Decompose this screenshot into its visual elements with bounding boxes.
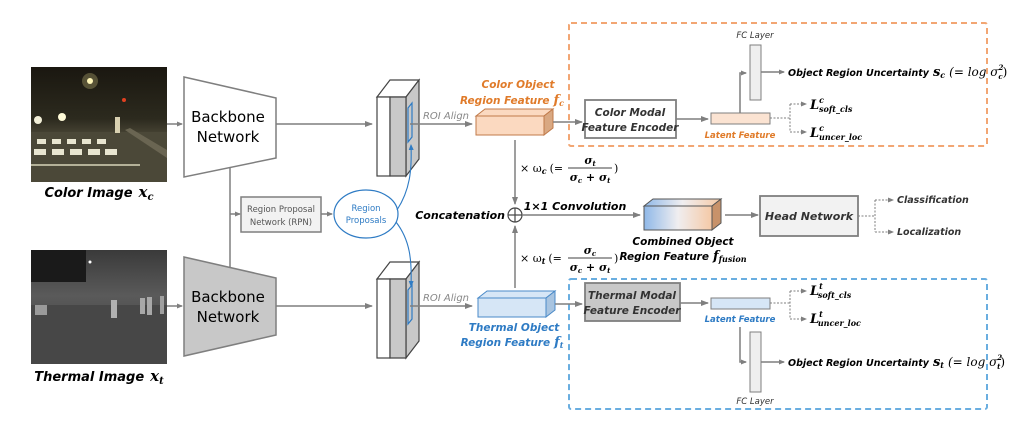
combined-label-1: Combined Object xyxy=(632,236,734,248)
region-proposals-label-2: Proposals xyxy=(346,216,387,226)
concatenation-label: Concatenation xyxy=(415,209,505,222)
thermal-fc-label: FC Layer xyxy=(736,397,774,407)
color-feature-label-1: Color Object xyxy=(482,79,556,91)
proposal-arrow-bottom xyxy=(395,221,414,287)
classification-label: Classification xyxy=(897,195,969,206)
svg-text:× ωt(=: × ωt(= xyxy=(520,252,562,266)
roi-box-top xyxy=(407,101,413,144)
svg-text:σc + σt: σc + σt xyxy=(570,261,611,275)
rpn-label-1: Region Proposal xyxy=(247,205,315,215)
arrow-thermal-latent-to-fc xyxy=(739,327,747,365)
thermal-region-feature xyxy=(476,289,557,319)
thermal-encoder-box xyxy=(584,282,681,322)
conv-label: 1×1 Convolution xyxy=(524,200,627,213)
thermal-latent-label: Latent Feature xyxy=(705,315,776,325)
color-loss-connector xyxy=(770,101,807,135)
localization-label: Localization xyxy=(897,227,961,238)
backbone-bottom xyxy=(183,256,277,357)
color-encoder-label-1: Color Modal xyxy=(595,107,666,119)
backbone-bottom-label-1: Backbone xyxy=(191,288,265,306)
combined-region-feature xyxy=(642,197,723,232)
color-region-feature xyxy=(474,107,555,137)
svg-text:σc + σt: σc + σt xyxy=(570,171,611,185)
roi-align-bottom-label: ROI Align xyxy=(423,293,469,304)
color-fc-layer xyxy=(749,44,762,101)
weight-thermal: × ωt(= σc σc + σt ) xyxy=(520,244,618,275)
feature-map-bottom xyxy=(375,260,421,360)
svg-text:): ) xyxy=(614,252,618,265)
thermal-latent-feature xyxy=(710,297,771,310)
svg-text:σt: σt xyxy=(584,154,596,168)
backbone-top-label-2: Network xyxy=(197,128,260,146)
thermal-feature-label-1: Thermal Object xyxy=(469,322,561,334)
backbone-top-label-1: Backbone xyxy=(191,108,265,126)
thermal-loss-connector xyxy=(770,288,807,322)
rpn-label-2: Network (RPN) xyxy=(250,218,312,228)
backbone-top xyxy=(183,76,277,178)
head-outputs-connector xyxy=(858,197,894,235)
svg-text:): ) xyxy=(614,162,618,175)
feature-map-top xyxy=(375,78,421,178)
thermal-fc-layer xyxy=(749,331,762,393)
proposal-arrow-top xyxy=(396,144,414,211)
color-branch-box xyxy=(568,22,988,147)
region-proposals xyxy=(333,189,399,239)
thermal-encoder-label-1: Thermal Modal xyxy=(588,290,676,302)
arrow-color-latent-to-fc xyxy=(739,70,747,113)
region-proposals-label-1: Region xyxy=(351,204,380,214)
thermal-image xyxy=(31,250,167,364)
color-latent-label: Latent Feature xyxy=(705,131,776,141)
svg-text:σc: σc xyxy=(584,244,597,258)
thermal-encoder-label-2: Feature Encoder xyxy=(584,305,682,317)
color-encoder-box xyxy=(584,99,677,139)
color-image xyxy=(31,67,167,182)
backbone-bottom-label-2: Network xyxy=(197,308,260,326)
roi-align-top-label: ROI Align xyxy=(423,111,469,122)
color-fc-label: FC Layer xyxy=(736,31,774,41)
thermal-branch-box xyxy=(568,278,988,410)
color-encoder-label-2: Feature Encoder xyxy=(582,122,680,134)
color-latent-feature xyxy=(710,112,771,125)
head-network-label: Head Network xyxy=(765,210,854,223)
weight-color: × ωc(= σt σc + σt ) xyxy=(520,154,618,185)
svg-text:× ωc(=: × ωc(= xyxy=(520,162,563,176)
